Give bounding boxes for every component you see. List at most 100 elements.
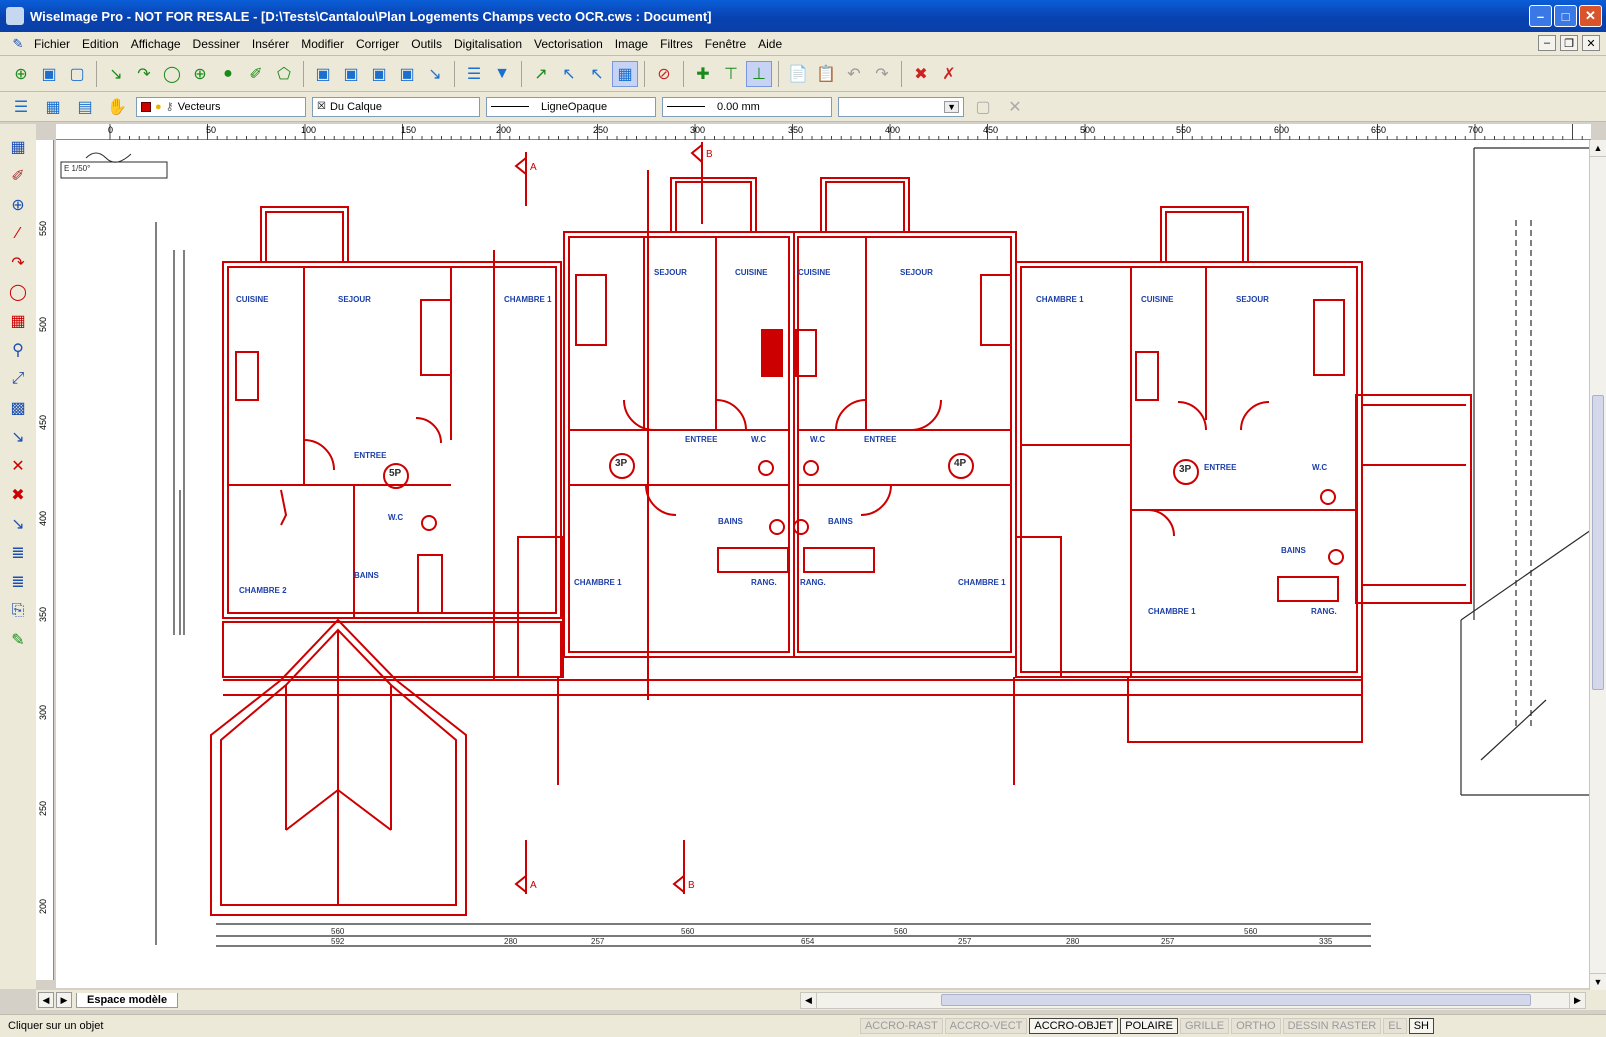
- move-tool-icon[interactable]: ⤢: [11, 370, 25, 387]
- select-circle-icon[interactable]: ◯: [163, 65, 181, 83]
- text-tool-icon[interactable]: ⎘: [11, 602, 25, 619]
- paste-page-icon[interactable]: 📋: [816, 65, 836, 83]
- select-all-icon[interactable]: ▦: [10, 139, 26, 156]
- doc-minimize-button[interactable]: –: [1538, 35, 1556, 51]
- doc-close-button[interactable]: ✕: [1582, 35, 1600, 51]
- menu-digitalisation[interactable]: Digitalisation: [453, 36, 523, 51]
- menu-affichage[interactable]: Affichage: [130, 36, 181, 51]
- layer-manager-icon[interactable]: ▦: [45, 98, 61, 116]
- close-button[interactable]: ✕: [1579, 5, 1602, 27]
- layer-state-icon[interactable]: ▤: [77, 98, 93, 116]
- brush-tool-icon[interactable]: ✐: [11, 168, 25, 185]
- scroll-down-icon[interactable]: ▼: [1590, 973, 1606, 990]
- pointer-icon[interactable]: ↖: [562, 65, 576, 83]
- match-properties-icon[interactable]: ✋: [107, 98, 127, 116]
- raster-pick-icon[interactable]: ↘: [428, 65, 442, 83]
- zoom-out-icon[interactable]: ▢: [69, 65, 85, 83]
- snap-grid-icon[interactable]: ▦: [612, 60, 638, 87]
- trim-icon[interactable]: ⊤: [724, 65, 738, 83]
- delete-vector-icon[interactable]: ✗: [942, 65, 956, 83]
- tab-scroll-right-icon[interactable]: ▶: [56, 992, 72, 1008]
- fill-tool-icon[interactable]: ▩: [10, 400, 26, 417]
- copy-page-icon[interactable]: 📄: [788, 65, 808, 83]
- redo-icon[interactable]: ↷: [875, 65, 889, 83]
- target-icon[interactable]: ⊕: [11, 197, 25, 214]
- status-dessin-raster[interactable]: DESSIN RASTER: [1282, 1018, 1382, 1034]
- menu-dessiner[interactable]: Dessiner: [192, 36, 240, 51]
- layer-select[interactable]: ● ⚷ Vecteurs: [136, 96, 306, 117]
- status-accro-objet[interactable]: ACCRO-OBJET: [1029, 1018, 1119, 1034]
- lineweight-select[interactable]: 0.00 mm: [662, 96, 832, 117]
- zoom-window-icon[interactable]: ⊕: [14, 65, 28, 83]
- pointer-tool-icon[interactable]: ↘: [11, 516, 25, 533]
- tab-model-space[interactable]: Espace modèle: [76, 992, 179, 1008]
- doc-restore-button[interactable]: ❐: [1560, 35, 1578, 51]
- add-icon[interactable]: ✚: [696, 65, 710, 83]
- select-arc-icon[interactable]: ↷: [137, 65, 151, 83]
- menu-edition[interactable]: Edition: [82, 36, 119, 51]
- menu-inserer[interactable]: Insérer: [251, 36, 290, 51]
- status-accro-rast[interactable]: ACCRO-RAST: [859, 1018, 943, 1034]
- undo-icon[interactable]: ↶: [847, 65, 861, 83]
- layers-icon[interactable]: ☰: [13, 98, 29, 116]
- arc-tool-icon[interactable]: ↷: [11, 255, 25, 272]
- vertical-scroll-thumb[interactable]: [1592, 395, 1604, 690]
- raster-select-icon[interactable]: ▣: [315, 65, 331, 83]
- scroll-right-icon[interactable]: ▶: [1569, 993, 1585, 1008]
- vector-walls[interactable]: [210, 142, 1472, 916]
- delete-raster-icon[interactable]: ✖: [914, 65, 928, 83]
- chevron-down-icon[interactable]: ▼: [944, 100, 959, 113]
- select-line-icon[interactable]: ↘: [109, 65, 123, 83]
- color-select[interactable]: ☒ Du Calque: [312, 96, 480, 117]
- extend-icon[interactable]: ⊥: [746, 60, 772, 87]
- maximize-button[interactable]: □: [1554, 5, 1577, 27]
- tab-scroll-left-icon[interactable]: ◀: [38, 992, 54, 1008]
- align-tool-icon[interactable]: ≣: [11, 545, 25, 562]
- menu-outils[interactable]: Outils: [411, 36, 442, 51]
- menu-aide[interactable]: Aide: [758, 36, 783, 51]
- scroll-left-icon[interactable]: ◀: [801, 993, 817, 1008]
- scroll-up-icon[interactable]: ▲: [1590, 140, 1606, 157]
- raster-select-3-icon[interactable]: ▣: [371, 65, 387, 83]
- drawing-canvas[interactable]: E 1/50°: [56, 140, 1591, 988]
- list-icon[interactable]: ☰: [466, 65, 482, 83]
- linetype-select[interactable]: LigneOpaque: [486, 96, 656, 117]
- pointer-2-icon[interactable]: ↖: [590, 65, 604, 83]
- delete-tool-icon[interactable]: ✕: [11, 458, 25, 475]
- edit-node-icon[interactable]: ↗: [534, 65, 548, 83]
- menu-image[interactable]: Image: [614, 36, 649, 51]
- menu-fichier[interactable]: Fichier: [34, 36, 71, 51]
- menu-modifier[interactable]: Modifier: [301, 36, 344, 51]
- menu-vectorisation[interactable]: Vectorisation: [534, 36, 603, 51]
- align-tool-2-icon[interactable]: ≣: [11, 574, 25, 591]
- floor-plan[interactable]: E 1/50°: [56, 140, 1591, 988]
- zoom-in-icon[interactable]: ▣: [41, 65, 57, 83]
- circle-tool-icon[interactable]: ◯: [9, 284, 27, 301]
- status-accro-vect[interactable]: ACCRO-VECT: [944, 1018, 1028, 1034]
- select-fill-icon[interactable]: ●: [223, 64, 233, 82]
- line-tool-icon[interactable]: ∕: [16, 225, 20, 242]
- status-el[interactable]: EL: [1383, 1018, 1407, 1034]
- minimize-button[interactable]: –: [1529, 5, 1552, 27]
- no-select-icon[interactable]: ⊘: [657, 65, 671, 83]
- cancel-icon[interactable]: ✕: [1008, 98, 1022, 116]
- menu-corriger[interactable]: Corriger: [355, 36, 400, 51]
- polygon-icon[interactable]: ⬠: [277, 65, 291, 83]
- filter-icon[interactable]: ▼: [494, 64, 510, 82]
- status-ortho[interactable]: ORTHO: [1231, 1018, 1281, 1034]
- menu-fenetre[interactable]: Fenêtre: [704, 36, 747, 51]
- select-crosshair-icon[interactable]: ⊕: [193, 65, 207, 83]
- trim-tool-icon[interactable]: ✖: [11, 487, 25, 504]
- ocr-tool-icon[interactable]: ✎: [11, 632, 25, 649]
- raster-select-4-icon[interactable]: ▣: [399, 65, 415, 83]
- menu-filtres[interactable]: Filtres: [660, 36, 693, 51]
- horizontal-scroll-thumb[interactable]: [941, 994, 1531, 1006]
- hatch-tool-icon[interactable]: ▦: [10, 313, 26, 330]
- edit-vertex-icon[interactable]: ↘: [11, 429, 25, 446]
- status-sh[interactable]: SH: [1408, 1018, 1434, 1034]
- raster-select-2-icon[interactable]: ▣: [343, 65, 359, 83]
- apply-icon[interactable]: ▢: [975, 98, 991, 116]
- vertical-scrollbar[interactable]: ▲ ▼: [1589, 140, 1606, 990]
- status-polaire[interactable]: POLAIRE: [1120, 1018, 1178, 1034]
- horizontal-scrollbar[interactable]: ◀ ▶: [800, 992, 1586, 1009]
